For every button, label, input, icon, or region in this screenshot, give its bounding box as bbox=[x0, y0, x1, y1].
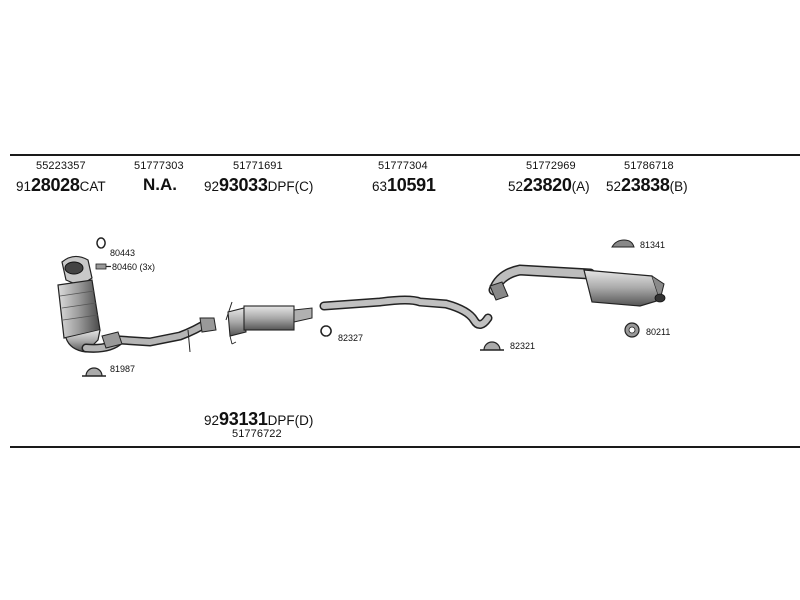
oem-number: 51771691 bbox=[233, 160, 283, 172]
oem-number: 51776722 bbox=[232, 428, 282, 440]
part-number: N.A. bbox=[143, 175, 177, 194]
clamp-icon bbox=[480, 341, 504, 351]
part-number: 6310591 bbox=[372, 175, 436, 195]
fitting-label-81341: 81341 bbox=[640, 240, 666, 250]
fitting-label-81987: 81987 bbox=[110, 364, 136, 374]
part-number: 9293131DPF(D) bbox=[204, 409, 314, 429]
bolt-icon bbox=[95, 263, 111, 270]
fitting-label-80443: 80443 bbox=[110, 248, 136, 258]
fitting-label-80211: 80211 bbox=[646, 327, 671, 337]
rear-silencer bbox=[488, 264, 666, 307]
top-divider-line bbox=[10, 154, 800, 156]
catalytic-converter bbox=[57, 255, 101, 353]
fitting-label-82321: 82321 bbox=[510, 341, 536, 351]
oem-number: 51772969 bbox=[526, 160, 576, 172]
fitting-label-82327: 82327 bbox=[338, 333, 364, 343]
middle-pipe bbox=[319, 295, 493, 329]
clamp-icon bbox=[96, 237, 106, 249]
part-number: 5223820(A) bbox=[508, 175, 590, 195]
part-number: 9293033DPF(C) bbox=[204, 175, 314, 195]
fitting-label-80460: 80460 (3x) bbox=[112, 262, 156, 272]
rubber-ring-icon bbox=[624, 322, 640, 338]
rubber-mount-icon bbox=[611, 239, 635, 248]
clamp-icon bbox=[82, 367, 106, 377]
bottom-divider-line bbox=[10, 446, 800, 448]
oem-number: 51777304 bbox=[378, 160, 428, 172]
part-number: 5223838(B) bbox=[606, 175, 688, 195]
diesel-particulate-filter bbox=[225, 301, 313, 345]
oem-number: 51786718 bbox=[624, 160, 674, 172]
front-pipe bbox=[81, 317, 217, 353]
part-number: 9128028CAT bbox=[16, 175, 106, 195]
oem-number: 51777303 bbox=[134, 160, 184, 172]
oem-number: 55223357 bbox=[36, 160, 86, 172]
gasket-icon bbox=[320, 325, 332, 337]
